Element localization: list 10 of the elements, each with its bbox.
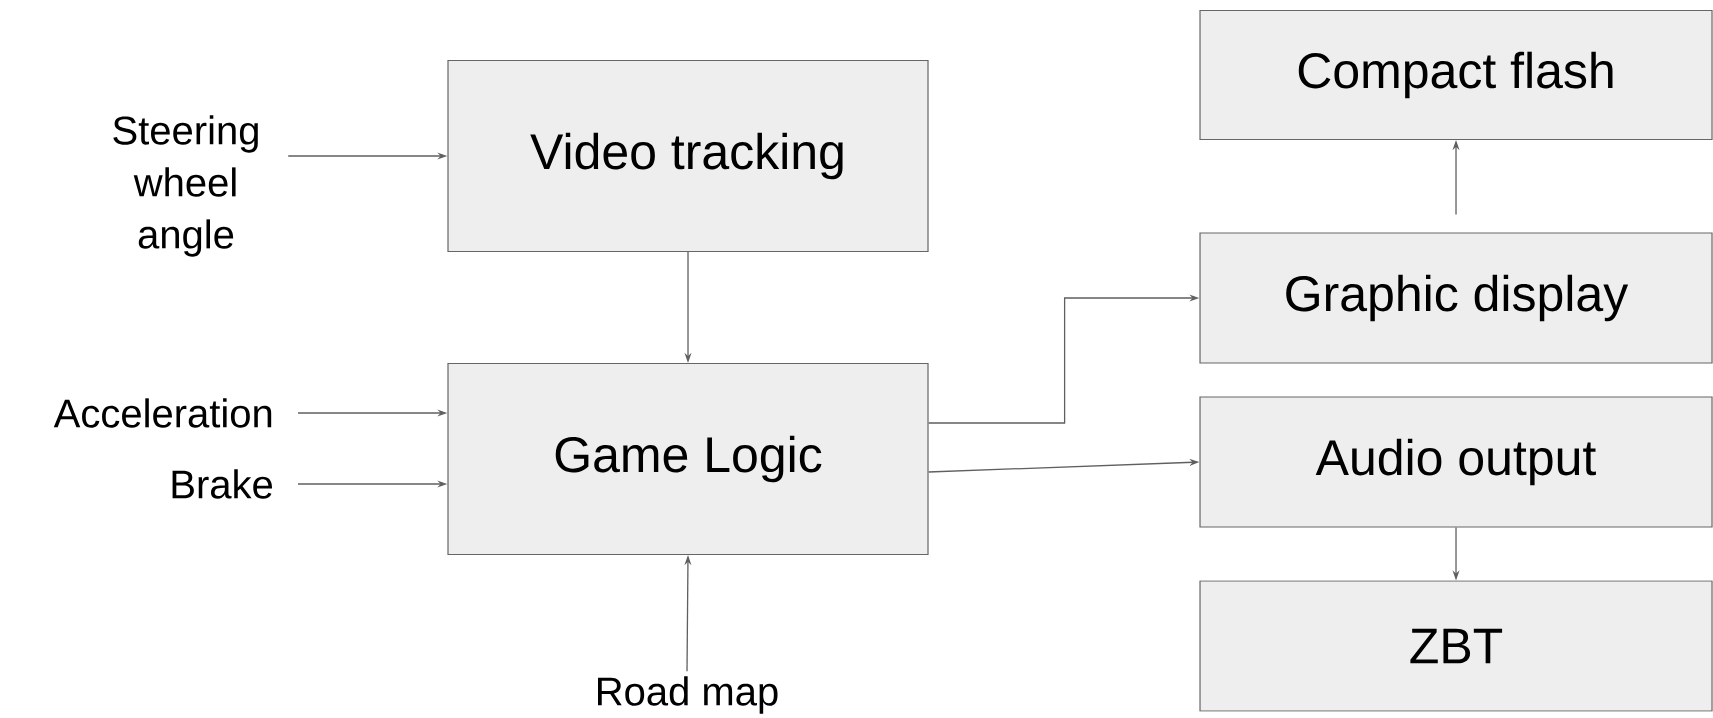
block-box: ZBT [1199, 580, 1713, 712]
block-box: Compact flash [1199, 9, 1713, 141]
signal-label: Steering wheel angle [113, 115, 258, 257]
block-box: Game Logic [447, 362, 929, 556]
signal-label: Acceleration [53, 398, 272, 428]
block-box: Audio output [1199, 396, 1713, 528]
signal-label: Road map [598, 676, 778, 714]
block-box: Graphic display [1199, 232, 1713, 364]
block-box: Video tracking [447, 59, 929, 253]
signal-label: Brake [172, 469, 272, 499]
